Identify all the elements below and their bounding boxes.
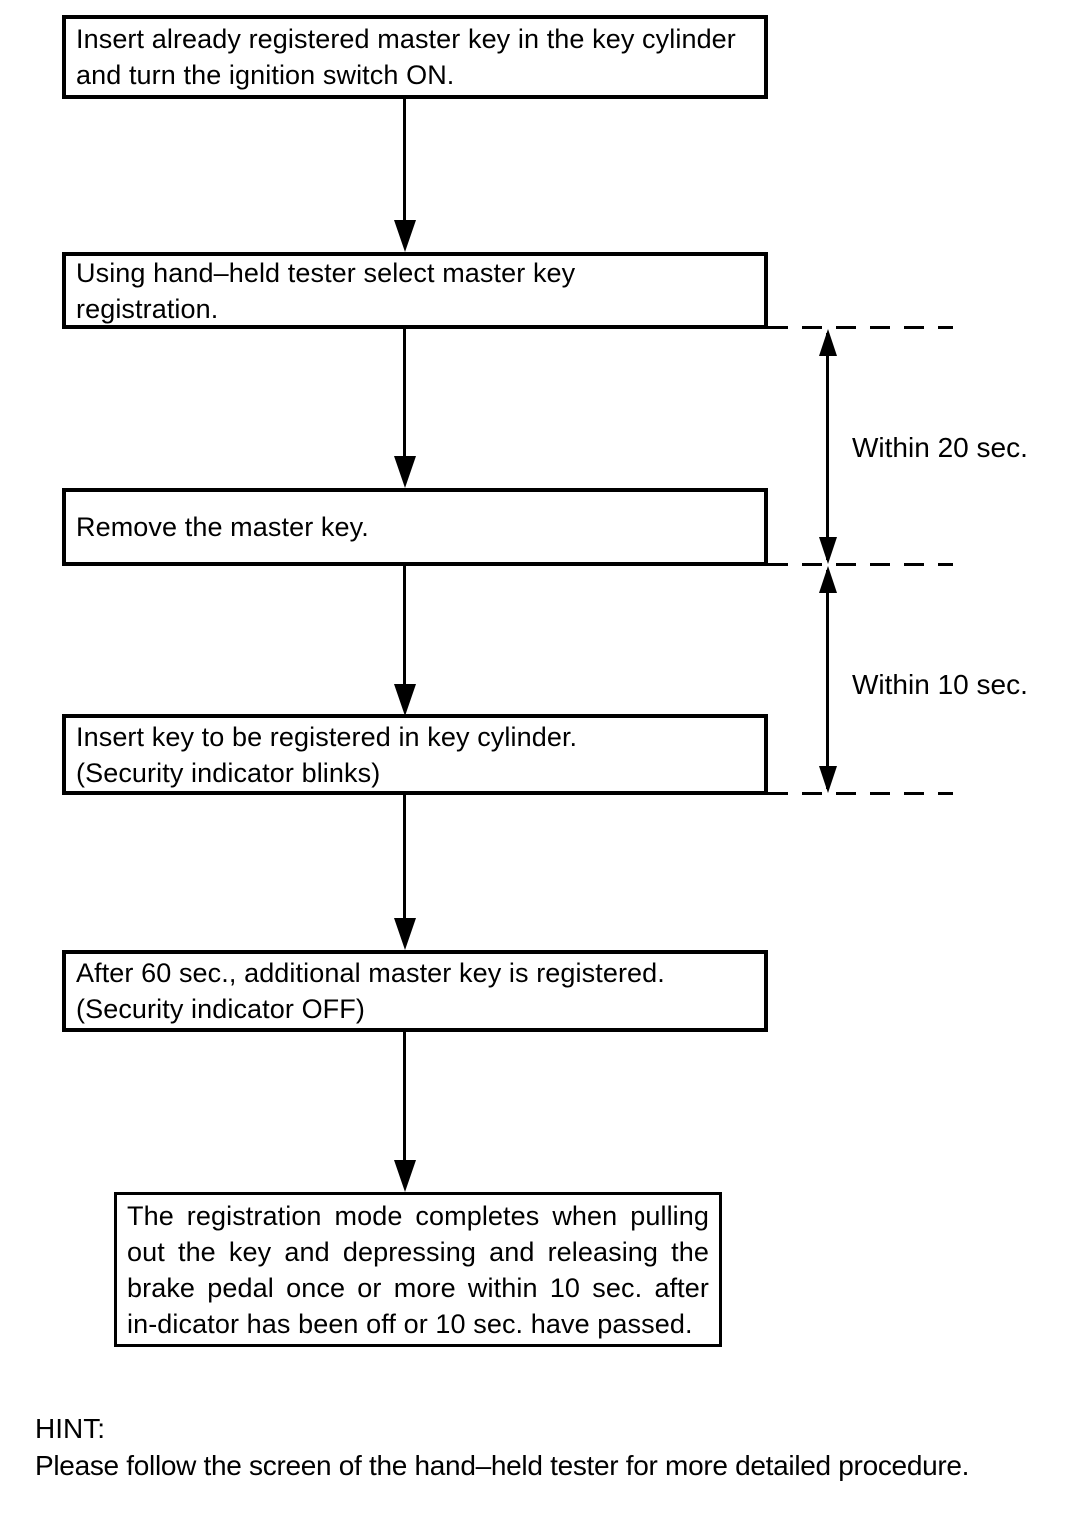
dashed-line-top: [768, 326, 953, 329]
arrow-stem: [826, 333, 829, 560]
step-text: Using hand–held tester select master key…: [76, 257, 576, 324]
timer-arrow-10sec: [816, 566, 840, 793]
step-text: Remove the master key.: [76, 512, 369, 542]
flow-connector-5: [394, 1032, 416, 1192]
step-additional-key-registered: After 60 sec., additional master key is …: [62, 950, 768, 1032]
flow-connector-3: [394, 566, 416, 716]
arrow-stem: [403, 1032, 406, 1168]
step-text: Insert key to be registered in key cylin…: [76, 721, 578, 788]
arrowhead-down-icon: [394, 1160, 416, 1192]
arrow-stem: [403, 329, 406, 464]
step-text: Insert already registered master key in …: [76, 24, 736, 90]
hint-title: HINT:: [35, 1413, 105, 1444]
arrowhead-down-icon: [819, 537, 837, 564]
timer-label-10sec: Within 10 sec.: [852, 669, 1028, 700]
hint-block: HINT: Please follow the screen of the ha…: [35, 1410, 1045, 1484]
arrowhead-down-icon: [394, 918, 416, 950]
step-insert-key-to-register: Insert key to be registered in key cylin…: [62, 714, 768, 795]
arrowhead-down-icon: [394, 220, 416, 252]
step-remove-master-key: Remove the master key.: [62, 488, 768, 566]
dashed-line-bottom: [768, 792, 953, 795]
timer-arrow-20sec: [816, 329, 840, 564]
step-text: The registration mode completes when pul…: [127, 1200, 709, 1339]
timer-label-20sec: Within 20 sec.: [852, 432, 1028, 463]
arrow-stem: [403, 99, 406, 228]
step-registration-mode-completes: The registration mode completes when pul…: [114, 1192, 722, 1347]
dashed-line-middle: [768, 563, 953, 566]
arrow-stem: [403, 566, 406, 692]
arrow-stem: [403, 795, 406, 926]
flow-connector-4: [394, 795, 416, 950]
step-insert-registered-master-key: Insert already registered master key in …: [62, 15, 768, 99]
arrow-stem: [826, 570, 829, 789]
flow-connector-2: [394, 329, 416, 488]
hint-text: Please follow the screen of the hand–hel…: [35, 1450, 970, 1481]
arrowhead-down-icon: [394, 684, 416, 716]
arrowhead-down-icon: [819, 766, 837, 793]
flow-connector-1: [394, 99, 416, 252]
step-select-master-key-registration: Using hand–held tester select master key…: [62, 252, 768, 329]
step-text: After 60 sec., additional master key is …: [76, 958, 665, 1024]
arrowhead-down-icon: [394, 456, 416, 488]
